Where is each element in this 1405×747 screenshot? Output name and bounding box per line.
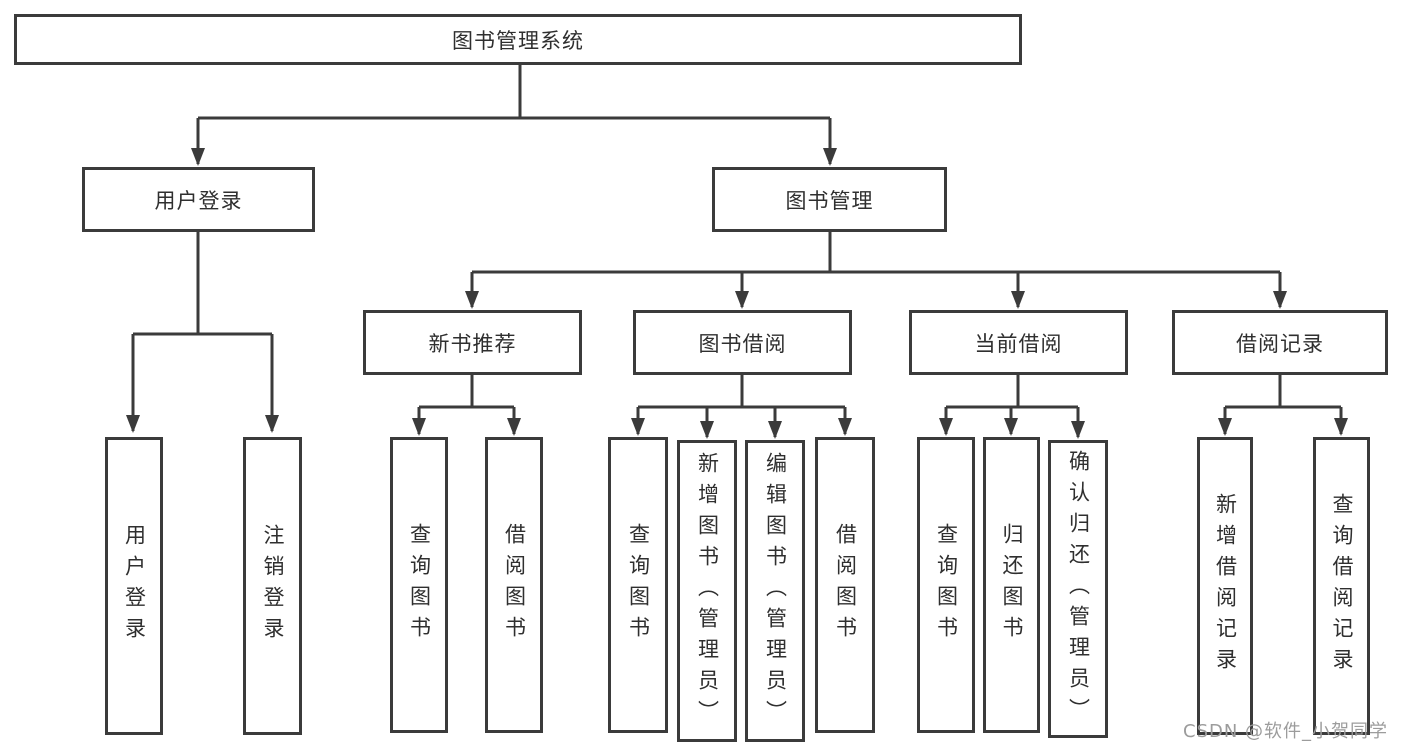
node-logout-leaf-label: 注销登录 [261,524,285,648]
node-nbr-borrow-books-label: 借阅图书 [502,523,527,647]
node-book-mgmt: 图书管理 [712,167,947,232]
node-book-mgmt-label: 图书管理 [785,188,874,213]
node-current-borrow-label: 当前借阅 [974,331,1063,356]
node-user-login-leaf: 用户登录 [105,437,163,735]
node-new-book-rec: 新书推荐 [363,310,582,375]
node-br-query-record-label: 查询借阅记录 [1330,493,1354,679]
node-user-login-leaf-label: 用户登录 [122,524,147,648]
node-cb-query-books: 查询图书 [917,437,975,733]
node-nbr-borrow-books: 借阅图书 [485,437,543,733]
node-bb-borrow-books: 借阅图书 [815,437,875,733]
node-root: 图书管理系统 [14,14,1022,65]
watermark: CSDN @软件_小贺同学 [1183,721,1389,742]
node-br-add-record-label: 新增借阅记录 [1213,493,1238,679]
node-bb-borrow-books-label: 借阅图书 [833,523,858,647]
node-nbr-query-books: 查询图书 [390,437,448,733]
node-bb-edit-books-admin-label: 编辑图书（管理员） [763,451,788,731]
node-logout-leaf: 注销登录 [243,437,302,735]
node-bb-edit-books-admin: 编辑图书（管理员） [745,440,805,742]
node-bb-query-books-label: 查询图书 [626,523,651,647]
node-bb-add-books-admin: 新增图书（管理员） [677,440,737,742]
node-user-login-label: 用户登录 [154,188,243,213]
node-current-borrow: 当前借阅 [909,310,1128,375]
node-br-add-record: 新增借阅记录 [1197,437,1253,735]
node-cb-confirm-return-admin-label: 确认归还（管理员） [1066,449,1091,729]
node-cb-return-books-label: 归还图书 [1000,523,1024,647]
node-borrow-record: 借阅记录 [1172,310,1388,375]
node-nbr-query-books-label: 查询图书 [407,523,432,647]
node-book-borrow: 图书借阅 [633,310,852,375]
node-new-book-rec-label: 新书推荐 [428,331,517,356]
node-book-borrow-label: 图书借阅 [698,331,787,356]
node-bb-add-books-admin-label: 新增图书（管理员） [695,451,720,731]
node-root-label: 图书管理系统 [452,28,584,53]
node-bb-query-books: 查询图书 [608,437,668,733]
node-cb-confirm-return-admin: 确认归还（管理员） [1048,440,1108,738]
node-borrow-record-label: 借阅记录 [1236,331,1324,356]
node-cb-return-books: 归还图书 [983,437,1040,733]
node-user-login: 用户登录 [82,167,315,232]
node-cb-query-books-label: 查询图书 [934,523,959,647]
node-br-query-record: 查询借阅记录 [1313,437,1370,735]
